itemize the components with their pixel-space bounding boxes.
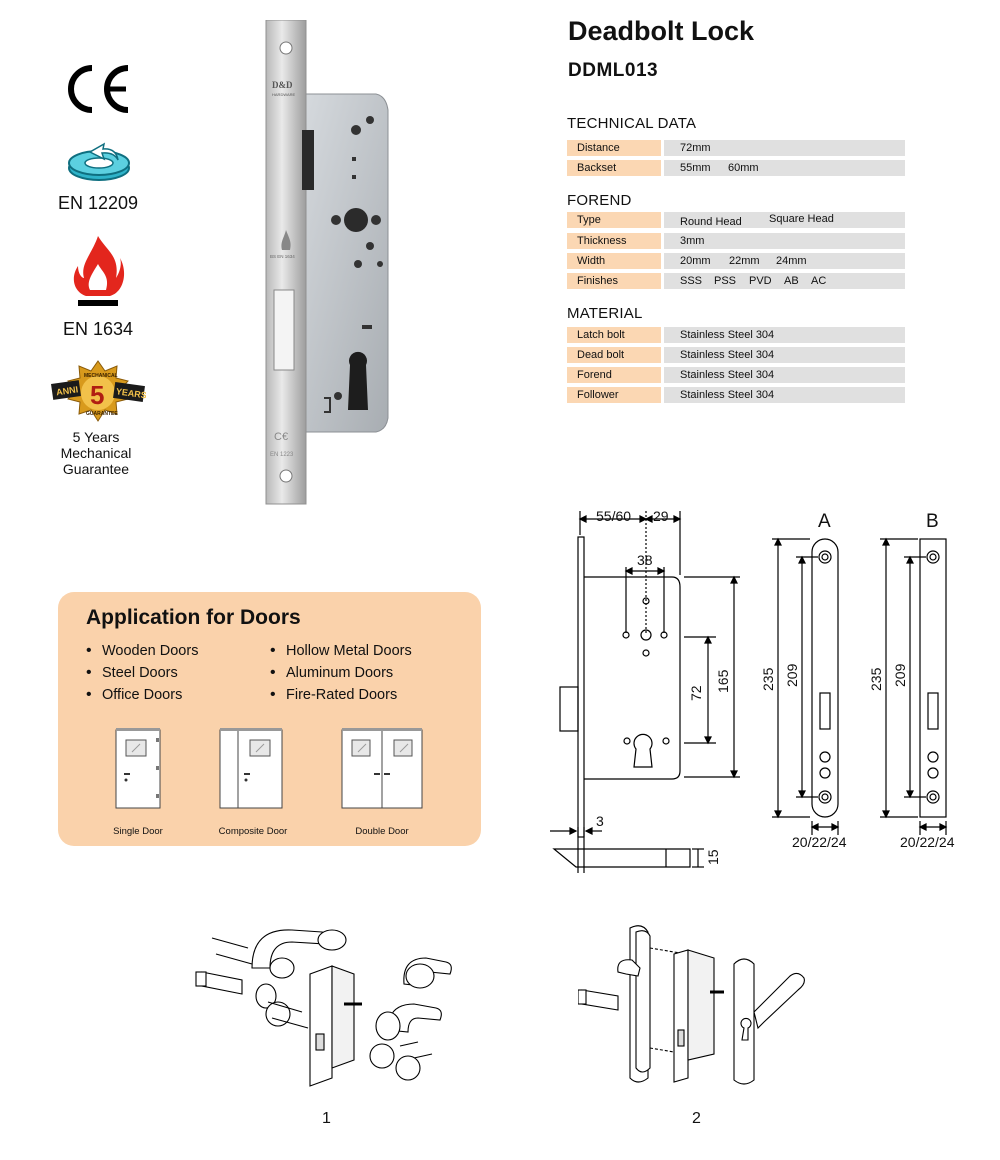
spec-label: Latch bolt (567, 327, 661, 343)
spec-label: Width (567, 253, 661, 269)
product-title: Deadbolt Lock (568, 16, 755, 46)
application-heading: Application for Doors (86, 606, 301, 629)
spec-label: Dead bolt (567, 347, 661, 363)
double-door-icon (341, 728, 423, 809)
dim-forend-length-b: 235 (868, 667, 884, 691)
svg-text:MECHANICAL: MECHANICAL (84, 373, 118, 379)
spec-label: Finishes (567, 273, 661, 289)
door-caption: Single Door (113, 826, 163, 837)
technical-drawing: 55/60 29 38 72 165 3 15 A B 235 209 235 … (550, 508, 955, 873)
lock-product-photo: D&D HARDWARE BS EN 1634 C€ EN 1223 (265, 20, 389, 505)
svg-text:GUARANTEE: GUARANTEE (86, 411, 118, 417)
spec-row: Distance 72mm (567, 140, 905, 156)
spec-value: 20mm 22mm 24mm (664, 253, 905, 269)
svg-text:ANNI: ANNI (56, 384, 79, 397)
application-item: Hollow Metal Doors (270, 642, 412, 660)
fire-icon (73, 236, 125, 306)
dim-fixing-a: 209 (784, 663, 800, 687)
svg-text:HARDWARE: HARDWARE (272, 92, 296, 97)
en12209-label: EN 12209 (57, 193, 139, 213)
variant-a-label: A (818, 511, 831, 532)
dim-fixing-b: 209 (892, 663, 908, 687)
spec-value: Stainless Steel 304 (664, 347, 905, 363)
spec-label: Forend (567, 367, 661, 383)
en1634-label: EN 1634 (62, 319, 134, 339)
door-caption: Composite Door (218, 826, 288, 837)
dim-height: 165 (715, 669, 731, 693)
spec-value: Stainless Steel 304 (664, 327, 905, 343)
cycle-test-icon (68, 142, 130, 181)
dim-distance: 72 (688, 685, 704, 701)
dim-bolt-height: 15 (705, 849, 721, 865)
technical-data-heading: TECHNICAL DATA (567, 115, 697, 132)
assembly-label-2: 2 (692, 1110, 701, 1127)
application-item: Wooden Doors (86, 642, 199, 660)
door-caption: Double Door (355, 826, 409, 837)
assembly-illustration-2 (578, 925, 805, 1085)
assembly-illustration-1 (195, 929, 452, 1087)
svg-text:C€: C€ (274, 431, 288, 443)
application-item: Steel Doors (86, 664, 178, 682)
spec-row: Type Round Head Square Head (567, 212, 905, 228)
spec-label: Type (567, 212, 661, 228)
material-heading: MATERIAL (567, 305, 643, 322)
spec-row: Follower Stainless Steel 304 (567, 387, 905, 403)
spec-value: 55mm 60mm (664, 160, 905, 176)
svg-text:YEARS: YEARS (115, 386, 146, 400)
spec-label: Follower (567, 387, 661, 403)
dim-backset: 55/60 (596, 508, 631, 524)
svg-text:EN 1223: EN 1223 (270, 452, 294, 458)
spec-row: Latch bolt Stainless Steel 304 (567, 327, 905, 343)
product-code: DDML013 (568, 60, 659, 81)
svg-text:BS EN 1634: BS EN 1634 (270, 254, 295, 259)
application-panel: Application for Doors Wooden Doors Steel… (58, 592, 481, 846)
dim-forend-thickness: 3 (596, 813, 604, 829)
dim-spindle: 38 (637, 552, 653, 568)
single-door-icon (115, 728, 161, 809)
application-item: Aluminum Doors (270, 664, 393, 682)
spec-value: 72mm (664, 140, 905, 156)
forend-heading: FOREND (567, 192, 632, 209)
spec-row: Width 20mm 22mm 24mm (567, 253, 905, 269)
spec-row: Dead bolt Stainless Steel 304 (567, 347, 905, 363)
spec-value: Stainless Steel 304 (664, 367, 905, 383)
svg-text:D&D: D&D (272, 80, 293, 90)
spec-value: SSS PSS PVD AB AC (664, 273, 905, 289)
spec-row: Backset 55mm 60mm (567, 160, 905, 176)
spec-row: Thickness 3mm (567, 233, 905, 249)
composite-door-icon (219, 728, 283, 809)
spec-label: Backset (567, 160, 661, 176)
assembly-label-1: 1 (322, 1110, 331, 1127)
guarantee-label: 5 Years Mechanical Guarantee (60, 429, 132, 477)
spec-label: Distance (567, 140, 661, 156)
application-item: Office Doors (86, 686, 182, 704)
spec-row: Forend Stainless Steel 304 (567, 367, 905, 383)
application-item: Fire-Rated Doors (270, 686, 397, 704)
dim-forend-width-b: 20/22/24 (900, 834, 955, 850)
spec-row: Finishes SSS PSS PVD AB AC (567, 273, 905, 289)
guarantee-badge-icon: ANNI YEARS 5 MECHANICAL GUARANTEE (51, 360, 146, 422)
spec-label: Thickness (567, 233, 661, 249)
spec-value: Round Head Square Head (664, 212, 905, 228)
dim-bolt-offset: 29 (653, 508, 669, 524)
dim-forend-width-a: 20/22/24 (792, 834, 847, 850)
svg-text:5: 5 (90, 380, 104, 410)
ce-mark-icon (68, 65, 129, 113)
variant-b-label: B (926, 511, 939, 532)
spec-value: Stainless Steel 304 (664, 387, 905, 403)
dim-forend-length-a: 235 (760, 667, 776, 691)
spec-value: 3mm (664, 233, 905, 249)
